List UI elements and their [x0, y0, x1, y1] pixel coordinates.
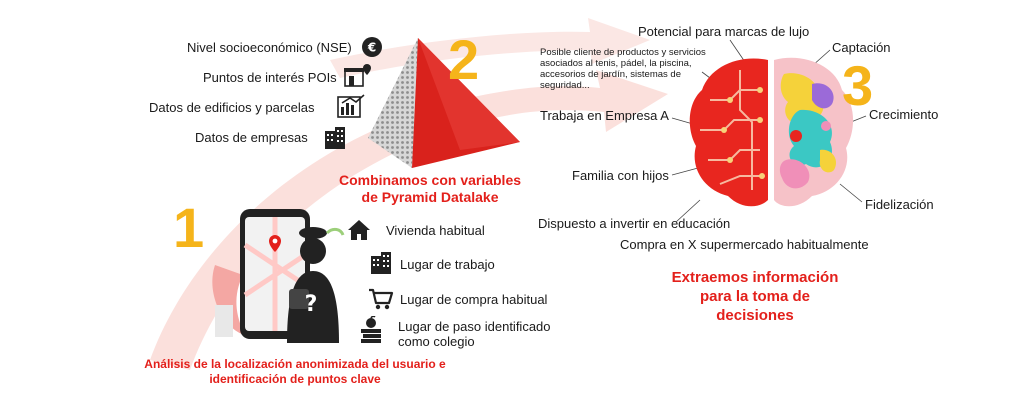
step-three-label-company: Trabaja en Empresa A [540, 108, 669, 123]
step-one-item-school: Lugar de paso identificado como colegio [398, 319, 551, 349]
store-pin-icon [344, 64, 371, 87]
step-three-number: 3 [842, 54, 874, 117]
step-three-label-crecimiento: Crecimiento [869, 107, 939, 122]
step-one-item-shopping: Lugar de compra habitual [400, 292, 548, 307]
step-two-title: Combinamos con variables de Pyramid Data… [338, 172, 522, 205]
step-three-label-luxury: Potencial para marcas de lujo [638, 24, 810, 39]
pyramid-datalake-illustration [368, 38, 520, 168]
step-three-label-captacion: Captación [832, 40, 891, 55]
svg-text:€: € [367, 41, 376, 55]
step-three-label-sports-client: Posible cliente de productos y servicios… [540, 47, 706, 91]
phone-location-illustration: ? [212, 209, 345, 343]
step-three-title: Extraemos información para la toma de de… [671, 269, 839, 324]
house-icon [348, 220, 370, 240]
step-one-item-work: Lugar de trabajo [400, 257, 495, 272]
office-building-icon [371, 252, 391, 274]
step-three-label-supermarket: Compra en X supermercado habitualmente [620, 237, 869, 252]
step-two-item-pois: Puntos de interés POIs [203, 70, 337, 85]
step-one-number: 1 [173, 196, 205, 259]
shopping-cart-icon [369, 288, 394, 310]
step-three-label-family: Familia con hijos [572, 168, 669, 183]
books-apple-icon [361, 316, 381, 343]
step-one-title: Análisis de la localización anonimizada … [144, 357, 446, 386]
euro-coin-icon: € [362, 37, 382, 57]
step-two-item-buildings: Datos de edificios y parcelas [149, 100, 315, 115]
step-two-number: 2 [448, 28, 480, 91]
brain-illustration [689, 57, 854, 207]
building-chart-icon [337, 94, 365, 118]
step-two-item-companies: Datos de empresas [195, 130, 308, 145]
step-three-label-fidelizacion: Fidelización [865, 197, 934, 212]
step-one-item-home: Vivienda habitual [386, 223, 485, 238]
step-three-label-education: Dispuesto a invertir en educación [538, 216, 731, 231]
svg-text:?: ? [305, 292, 318, 317]
company-building-icon [325, 127, 345, 149]
step-two-item-nse: Nivel socioeconómico (NSE) [187, 40, 352, 55]
